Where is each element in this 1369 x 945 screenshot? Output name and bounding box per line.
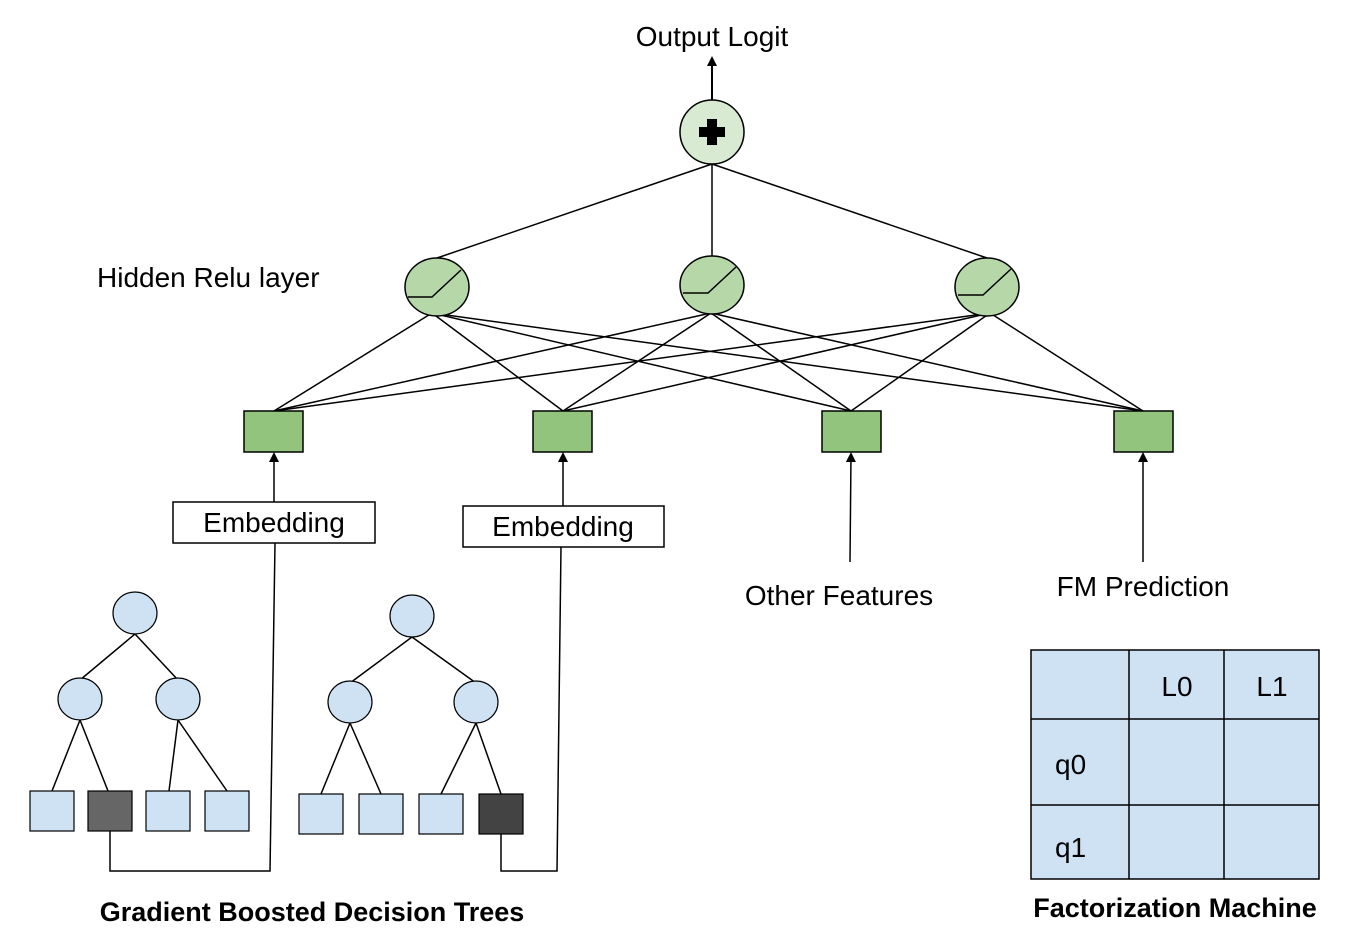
hidden-connections: [273, 312, 1144, 412]
embedding-box-2: Embedding: [462, 505, 665, 548]
hidden-layer-label: Hidden Relu layer: [97, 262, 320, 293]
sum-node: [679, 99, 745, 165]
relu-icon: [408, 269, 462, 298]
decision-tree-1: [29, 591, 250, 832]
decision-tree-2: [298, 594, 524, 835]
input-box-fm-prediction: [1113, 410, 1174, 453]
output-logit-label: Output Logit: [636, 21, 789, 52]
fm-col-header-l1: L1: [1256, 671, 1287, 702]
tree-leaf-selected: [478, 793, 524, 835]
embedding-label-1: Embedding: [203, 507, 345, 538]
tree-leaf-selected: [87, 790, 133, 832]
tree-node: [57, 677, 103, 721]
leaf-connector-2: [500, 546, 562, 872]
tree-node: [155, 677, 201, 721]
leaf-connector-1: [109, 542, 276, 872]
input-box-embedding-2: [532, 410, 593, 453]
tree-leaf: [418, 793, 464, 835]
tree-node: [327, 680, 373, 724]
tree-leaf: [358, 793, 404, 835]
input-box-other-features: [821, 410, 882, 453]
tree-leaf: [29, 790, 75, 832]
fm-row-header-q1: q1: [1055, 832, 1086, 863]
fm-prediction-label: FM Prediction: [1057, 571, 1230, 602]
arrow-other-features: [845, 452, 856, 563]
fm-title: Factorization Machine: [1033, 893, 1317, 923]
tree-leaf: [298, 793, 344, 835]
plus-icon: [699, 119, 725, 145]
tree-node: [389, 594, 435, 638]
fm-col-header-l0: L0: [1161, 671, 1192, 702]
input-box-embedding-1: [243, 410, 304, 453]
tree-leaf: [204, 790, 250, 832]
tree-leaf: [145, 790, 191, 832]
other-features-label: Other Features: [745, 580, 933, 611]
sum-connections: [436, 163, 988, 259]
relu-node-3: [954, 257, 1020, 317]
relu-icon: [958, 268, 1012, 296]
tree-node: [453, 680, 499, 724]
gbdt-title: Gradient Boosted Decision Trees: [100, 897, 525, 927]
relu-icon: [683, 266, 737, 294]
tree-node: [112, 591, 158, 635]
fm-table: L0 L1 q0 q1: [1030, 649, 1320, 880]
fm-row-header-q0: q0: [1055, 749, 1086, 780]
relu-node-2: [679, 255, 745, 315]
embedding-label-2: Embedding: [492, 511, 634, 542]
relu-node-1: [404, 257, 470, 317]
embedding-box-1: Embedding: [172, 501, 376, 544]
